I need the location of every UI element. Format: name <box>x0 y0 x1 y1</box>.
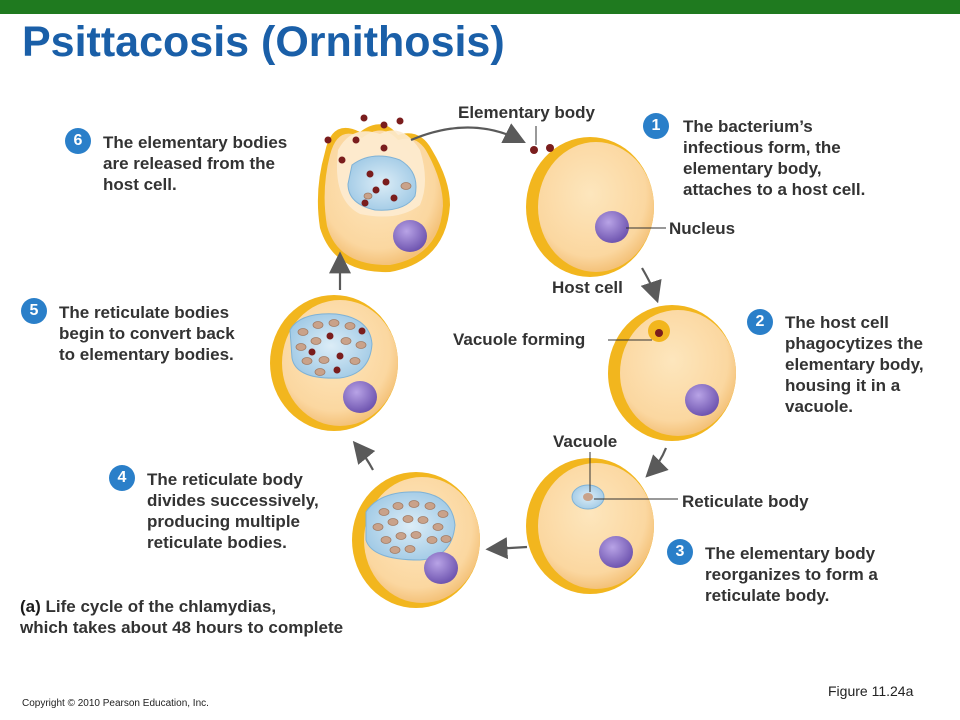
arrow-4-to-5 <box>352 440 376 471</box>
step-5-line: begin to convert back <box>59 324 235 343</box>
cell-stage-2 <box>608 305 736 441</box>
step-2-line: elementary body, <box>785 355 924 374</box>
reticulate-body-shape <box>583 493 593 501</box>
step-5-line: The reticulate bodies <box>59 303 230 322</box>
step-3-line: reticulate body. <box>705 586 830 605</box>
leader-lines <box>535 126 678 500</box>
top-bar <box>0 0 960 14</box>
step-2-badge: 2 <box>747 309 773 335</box>
step-3-line: reorganizes to form a <box>705 565 878 584</box>
step-1-line: elementary body, <box>683 159 822 178</box>
label-nucleus: Nucleus <box>669 219 736 238</box>
page-title: Psittacosis (Ornithosis) <box>22 18 505 66</box>
step-1-line: The bacterium’s <box>683 117 813 136</box>
elementary-body-dot <box>655 329 663 337</box>
arrow-2-to-3 <box>645 447 669 478</box>
copyright-notice: Copyright © 2010 Pearson Education, Inc. <box>22 698 209 709</box>
label-reticulate-body: Reticulate body <box>682 492 809 511</box>
label-vacuole-forming: Vacuole forming <box>453 330 586 349</box>
reticulate-bodies-6 <box>363 182 412 200</box>
step-4-line: reticulate bodies. <box>147 533 287 552</box>
step-6-line: host cell. <box>103 175 177 194</box>
caption-prefix: (a) <box>20 597 41 616</box>
reticulate-bodies-4 <box>372 500 452 554</box>
cell-stage-6 <box>317 114 450 273</box>
arrow-1-to-2 <box>640 267 662 304</box>
step-2-line: phagocytizes the <box>785 334 923 353</box>
step-6-badge: 6 <box>65 128 91 154</box>
label-elementary-body: Elementary body <box>458 103 595 122</box>
step-1-line: infectious form, the <box>683 138 841 157</box>
step-5-line: to elementary bodies. <box>59 345 234 364</box>
step-6-line: are released from the <box>103 154 275 173</box>
elementary-body-dot <box>546 144 554 152</box>
label-host-cell: Host cell <box>552 278 623 297</box>
arrow-3-to-4 <box>485 537 528 560</box>
nucleus-6 <box>393 220 427 252</box>
cell-stage-1 <box>526 137 654 277</box>
elementary-bodies-5 <box>308 327 366 374</box>
arrow-6-to-1 <box>410 123 526 143</box>
nucleus-1 <box>595 211 629 243</box>
step-6-text: The elementary bodies are released from … <box>103 132 287 195</box>
step-4-line: divides successively, <box>147 491 319 510</box>
figure-caption: (a) Life cycle of the chlamydias, which … <box>20 596 343 638</box>
step-3-badge: 3 <box>667 539 693 565</box>
step-6-line: The elementary bodies <box>103 133 288 152</box>
cell-stage-5 <box>270 295 398 431</box>
nucleus-4 <box>424 552 458 584</box>
step-5-badge: 5 <box>21 298 47 324</box>
nucleus-3 <box>599 536 633 568</box>
step-2-line: vacuole. <box>785 397 854 416</box>
step-2-line: housing it in a <box>785 376 901 395</box>
step-4-line: The reticulate body <box>147 470 303 489</box>
figure-label: Figure 11.24a <box>828 683 914 699</box>
nucleus-2 <box>685 384 719 416</box>
cycle-arrows <box>329 123 669 560</box>
elementary-body-dot <box>530 146 538 154</box>
nucleus-5 <box>343 381 377 413</box>
step-4-badge: 4 <box>109 465 135 491</box>
step-1-text: The bacterium’s infectious form, the ele… <box>683 116 865 200</box>
caption-line-1: Life cycle of the chlamydias, <box>45 597 277 616</box>
step-4-text: The reticulate body divides successively… <box>147 469 319 553</box>
step-1-badge: 1 <box>643 113 669 139</box>
step-3-line: The elementary body <box>705 544 876 563</box>
caption-line-2: which takes about 48 hours to complete <box>20 618 344 637</box>
step-5-text: The reticulate bodies begin to convert b… <box>59 302 235 365</box>
reticulate-bodies-5 <box>295 319 367 376</box>
step-3-text: The elementary body reorganizes to form … <box>705 543 878 606</box>
step-4-line: producing multiple <box>147 512 300 531</box>
step-2-line: The host cell <box>785 313 889 332</box>
elementary-bodies-6 <box>324 114 404 207</box>
cell-stage-4 <box>352 472 480 608</box>
step-1-line: attaches to a host cell. <box>683 180 866 199</box>
cell-stage-3 <box>526 458 654 594</box>
label-vacuole: Vacuole <box>553 432 618 451</box>
step-2-text: The host cell phagocytizes the elementar… <box>785 312 924 417</box>
